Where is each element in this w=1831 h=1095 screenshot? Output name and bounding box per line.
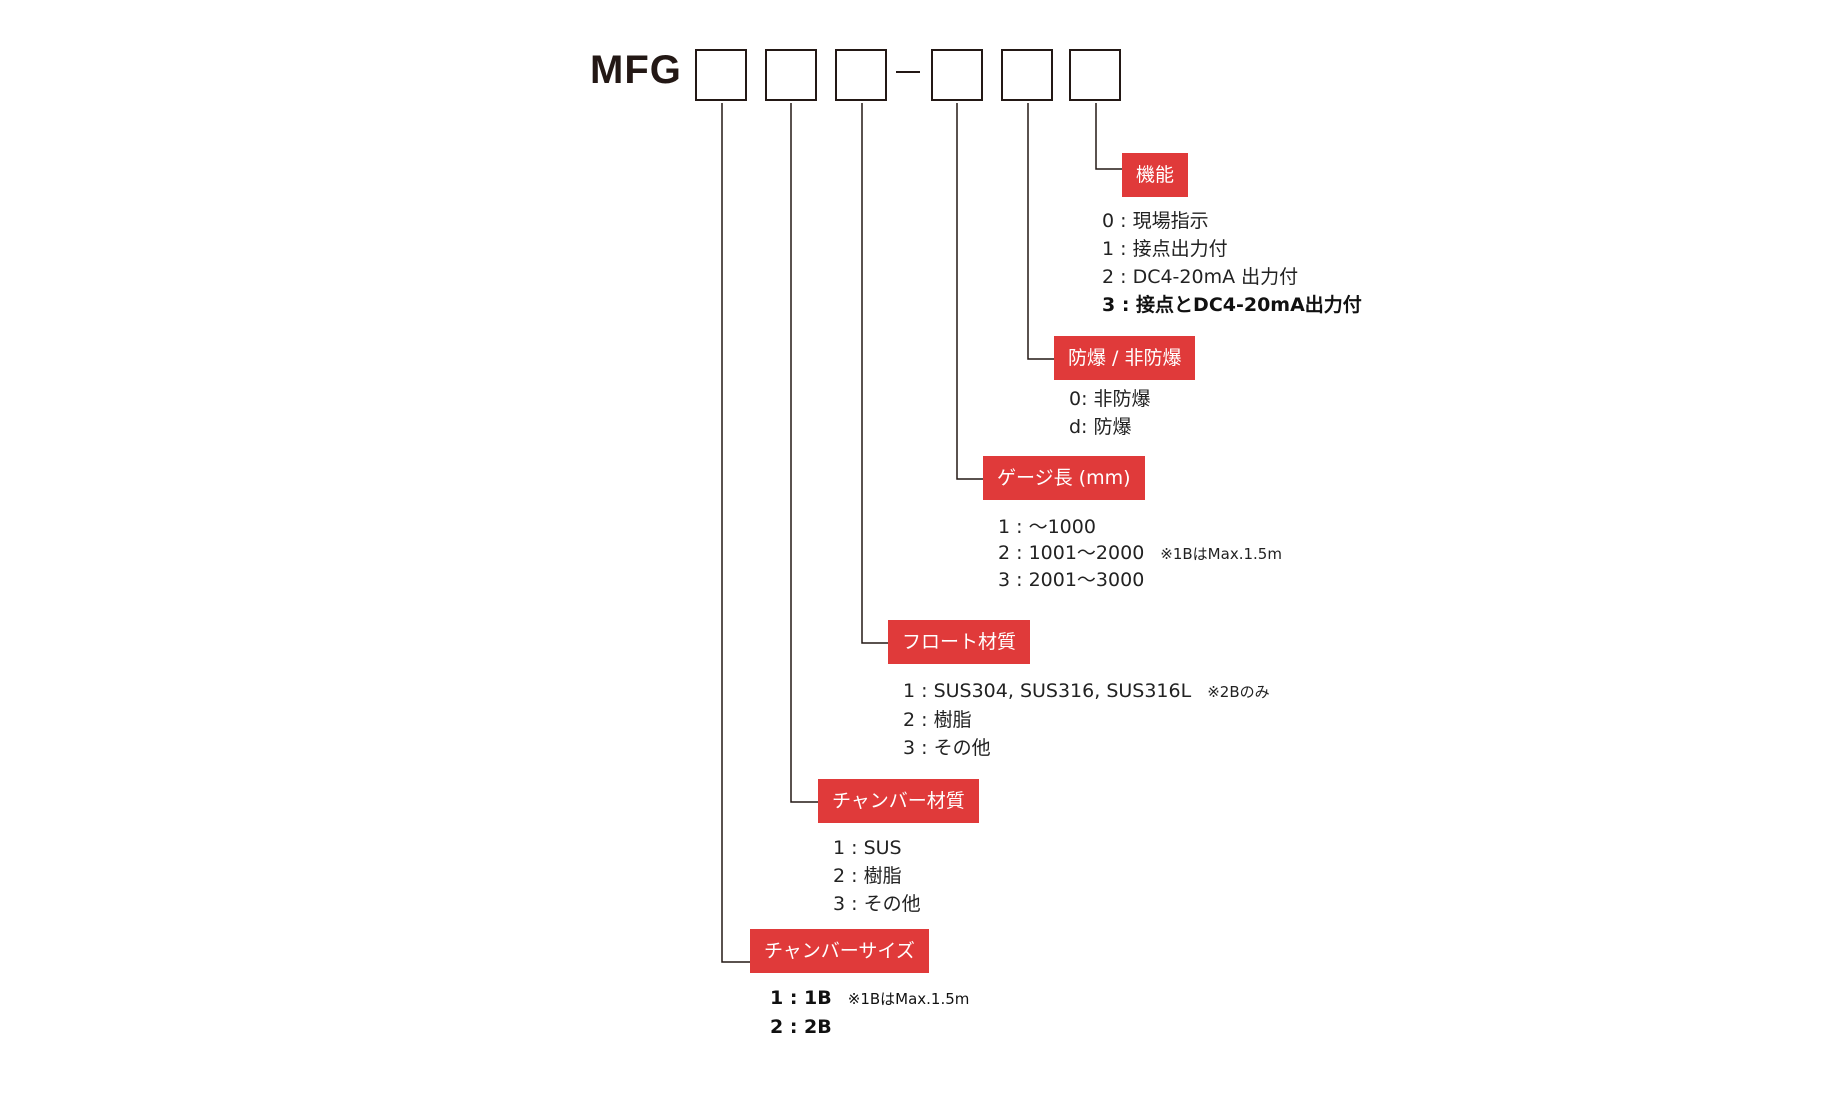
option-function-2: 2 : DC4-20mA 出力付 (1102, 266, 1299, 288)
option-explosion-0: 0: 非防爆 (1069, 388, 1151, 410)
connector-function (1095, 103, 1122, 170)
option-chamber-material-0: 1 : SUS (833, 837, 902, 859)
option-chamber-material-2: 3 : その他 (833, 893, 921, 915)
note-float-material: ※2Bのみ (1207, 683, 1270, 701)
option-chamber-size-0: 1 : 1B※1BはMax.1.5m (770, 987, 970, 1009)
option-chamber-size-1: 2 : 2B (770, 1016, 832, 1038)
code-slot-5 (1001, 49, 1053, 101)
options-chamber-size: 1 : 1B※1BはMax.1.5m 2 : 2B (770, 984, 969, 1041)
options-gauge-length: 1 : ～1000 2 : 1001～2000※1BはMax.1.5m 3 : … (998, 514, 1282, 593)
label-gauge-length: ゲージ長 (mm) (983, 456, 1145, 500)
code-slot-2 (765, 49, 817, 101)
code-slot-6 (1069, 49, 1121, 101)
option-function-3: 3 : 接点とDC4-20mA出力付 (1102, 294, 1362, 316)
options-explosion: 0: 非防爆 d: 防爆 (1069, 385, 1151, 441)
code-slot-1 (695, 49, 747, 101)
label-function: 機能 (1122, 153, 1189, 197)
connector-explosion (1027, 103, 1054, 360)
note-gauge-length: ※1BはMax.1.5m (1160, 545, 1282, 563)
option-gauge-length-1: 2 : 1001～2000※1BはMax.1.5m (998, 542, 1282, 564)
connector-float-material (861, 103, 888, 644)
option-function-0: 0 : 現場指示 (1102, 210, 1209, 232)
connector-chamber-material (790, 103, 818, 803)
option-gauge-length-2: 3 : 2001～3000 (998, 569, 1145, 591)
label-float-material: フロート材質 (888, 620, 1031, 664)
options-function: 0 : 現場指示 1 : 接点出力付 2 : DC4-20mA 出力付 3 : … (1102, 207, 1362, 319)
note-chamber-size: ※1BはMax.1.5m (847, 990, 970, 1008)
option-chamber-material-1: 2 : 樹脂 (833, 865, 902, 887)
options-float-material: 1 : SUS304, SUS316, SUS316L※2Bのみ 2 : 樹脂 … (903, 677, 1270, 762)
option-gauge-length-0: 1 : ～1000 (998, 516, 1096, 538)
label-chamber-material: チャンバー材質 (818, 779, 979, 823)
model-code-prefix: MFG (590, 48, 682, 92)
option-float-material-2: 3 : その他 (903, 737, 991, 759)
option-explosion-1: d: 防爆 (1069, 416, 1132, 438)
connector-chamber-size (721, 103, 750, 963)
code-slot-4 (931, 49, 983, 101)
option-function-1: 1 : 接点出力付 (1102, 238, 1228, 260)
option-float-material-0: 1 : SUS304, SUS316, SUS316L※2Bのみ (903, 680, 1270, 702)
option-float-material-1: 2 : 樹脂 (903, 709, 972, 731)
code-dash (896, 71, 920, 73)
options-chamber-material: 1 : SUS 2 : 樹脂 3 : その他 (833, 834, 921, 918)
code-slot-3 (835, 49, 887, 101)
label-explosion: 防爆 / 非防爆 (1054, 336, 1196, 380)
connector-gauge-length (956, 103, 983, 480)
label-chamber-size: チャンバーサイズ (750, 929, 929, 973)
